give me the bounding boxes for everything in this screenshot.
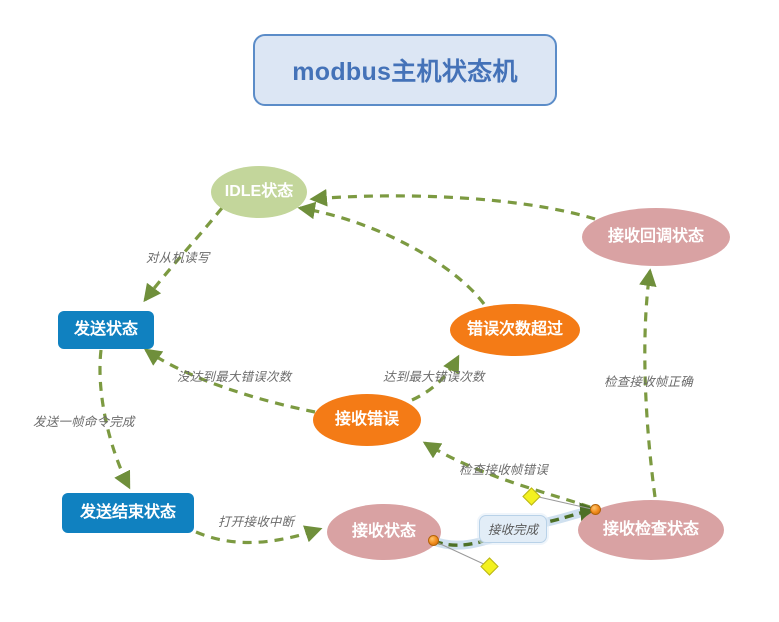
edge-label-text: 检查接收帧错误 xyxy=(459,463,548,477)
edge-label-text: 检查接收帧正确 xyxy=(604,375,693,389)
edge-label-text: 没达到最大错误次数 xyxy=(177,370,292,384)
edge-label-text: 打开接收中断 xyxy=(218,515,295,529)
edge-label-open-receive-interrupt[interactable]: 打开接收中断 xyxy=(218,511,294,530)
edge-send-end-to-recv[interactable] xyxy=(195,525,323,545)
edge-label-text: 接收完成 xyxy=(488,523,539,537)
edge-endpoint-handle-target[interactable] xyxy=(590,504,601,515)
edge-label-text: 达到最大错误次数 xyxy=(383,370,485,384)
edge-label-receive-complete[interactable]: 接收完成 xyxy=(479,515,548,543)
edge-endpoint-handle-source[interactable] xyxy=(428,535,439,546)
edge-label-text: 对从机读写 xyxy=(146,251,210,265)
node-idle-state[interactable]: IDLE状态 xyxy=(211,166,307,218)
edge-label-check-frame-error[interactable]: 检查接收帧错误 xyxy=(459,459,548,478)
node-label: 接收检查状态 xyxy=(602,521,699,539)
edge-control-handle-upper[interactable] xyxy=(522,487,541,506)
edge-label-max-error-not-reached[interactable]: 没达到最大错误次数 xyxy=(177,366,291,385)
edge-label-max-error-reached[interactable]: 达到最大错误次数 xyxy=(383,366,485,385)
node-label: 接收错误 xyxy=(334,411,399,429)
node-label: IDLE状态 xyxy=(224,183,294,201)
edge-recv-cb-to-idle[interactable] xyxy=(309,189,596,221)
edge-err-over-to-idle[interactable] xyxy=(297,201,486,305)
edge-label-read-write-slave[interactable]: 对从机读写 xyxy=(146,247,210,266)
node-label: 发送结束状态 xyxy=(79,504,176,522)
node-label: 接收状态 xyxy=(351,523,416,541)
page-title: modbus主机状态机 xyxy=(292,58,518,86)
edge-label-text: 发送一帧命令完成 xyxy=(33,415,135,429)
node-receive-state[interactable]: 接收状态 xyxy=(327,504,441,560)
node-receive-callback-state[interactable]: 接收回调状态 xyxy=(582,208,730,266)
node-receive-check-state[interactable]: 接收检查状态 xyxy=(578,500,724,560)
node-label: 发送状态 xyxy=(73,321,138,339)
node-label: 接收回调状态 xyxy=(607,228,704,246)
node-send-state[interactable]: 发送状态 xyxy=(58,311,154,349)
edge-label-frame-sent[interactable]: 发送一帧命令完成 xyxy=(33,411,135,430)
edge-label-check-frame-correct[interactable]: 检查接收帧正确 xyxy=(604,371,693,390)
node-label: 错误次数超过 xyxy=(466,321,563,339)
edge-control-handle-lower[interactable] xyxy=(480,557,499,576)
node-send-end-state[interactable]: 发送结束状态 xyxy=(62,493,194,533)
diagram-title-box[interactable]: modbus主机状态机 xyxy=(253,34,557,106)
node-error-count-exceeded[interactable]: 错误次数超过 xyxy=(450,304,580,356)
node-receive-error[interactable]: 接收错误 xyxy=(313,394,421,446)
